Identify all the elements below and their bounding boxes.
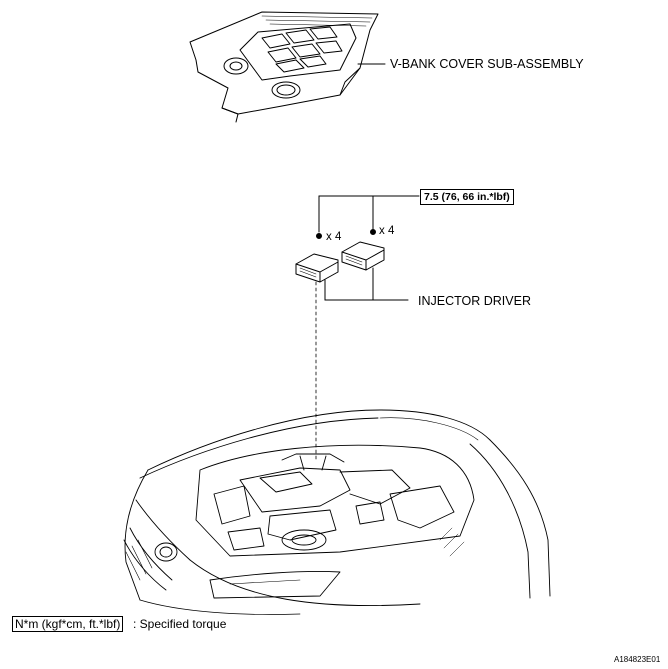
injector-driver-label: INJECTOR DRIVER <box>418 294 531 308</box>
injector-driver-leader <box>324 267 409 301</box>
torque-legend-description: : Specified torque <box>133 617 227 631</box>
vehicle-engine-bay-illustration <box>123 409 551 615</box>
v-bank-cover-illustration <box>189 11 379 123</box>
injector-driver-left <box>295 253 339 283</box>
torque-unit-legend-box: N*m (kgf*cm, ft.*lbf) <box>12 616 124 632</box>
bolt-quantity-right: x 4 <box>379 225 395 237</box>
figure-id: A184823E01 <box>614 655 661 664</box>
v-bank-cover-label: V-BANK COVER SUB-ASSEMBLY <box>390 57 584 71</box>
bolt-quantity-left: x 4 <box>326 231 342 243</box>
injector-driver-right <box>341 241 385 271</box>
torque-leader-lines <box>316 195 420 239</box>
torque-spec-box: 7.5 (76, 66 in.*lbf) <box>420 189 514 205</box>
